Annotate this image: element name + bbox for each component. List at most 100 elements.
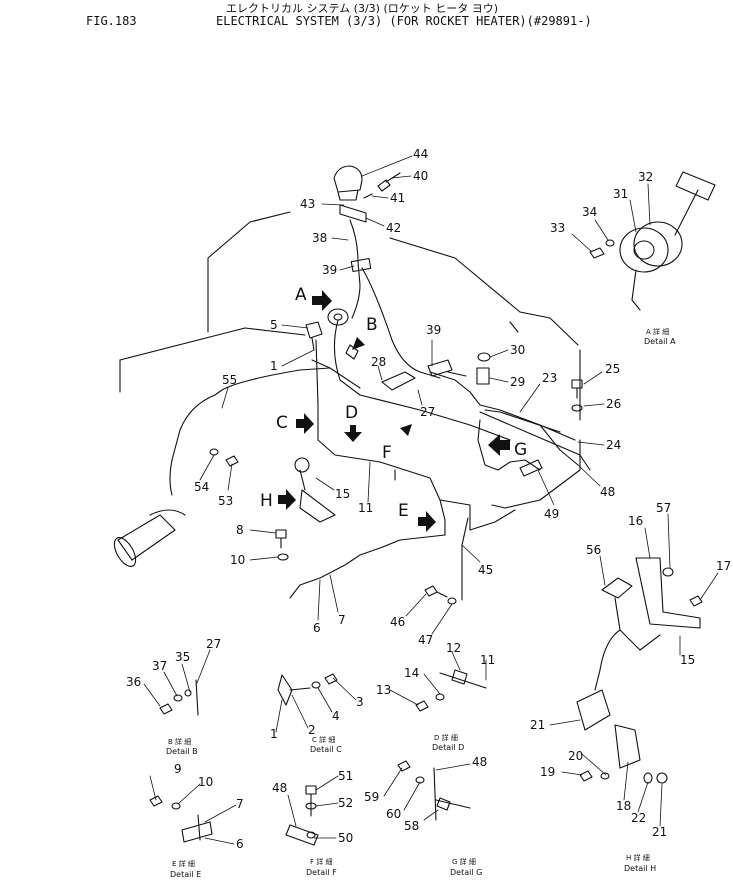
view-letter-g: G (514, 440, 527, 460)
part-number: 54 (194, 480, 209, 494)
detail-caption-jp: B 詳 細 (168, 737, 191, 746)
nut-30 (477, 352, 491, 362)
heater-motor-unit (113, 509, 186, 567)
part-number: 12 (446, 641, 461, 655)
bolt-8-washer-10 (275, 529, 289, 561)
relay-a (327, 308, 349, 326)
part-number: 14 (404, 666, 419, 680)
part-number: 21 (652, 825, 667, 839)
part-number: 41 (390, 191, 405, 205)
detail-caption-en: Detail C (310, 745, 342, 754)
figure-number: FIG.183 (86, 14, 137, 28)
bolt-25 (571, 379, 583, 412)
detail-caption-jp: D 詳 細 (434, 733, 458, 742)
detail-d-assembly (415, 669, 487, 712)
part-number: 47 (418, 633, 433, 647)
part-number: 17 (716, 559, 731, 573)
detail-f-assembly (285, 785, 319, 846)
detail-caption-en: Detail G (450, 868, 482, 877)
detail-a-lamp-assembly (589, 171, 716, 311)
detail-caption-en: Detail E (170, 870, 201, 879)
part-number: 28 (371, 355, 386, 369)
clamp-45 (461, 517, 469, 601)
part-number: 24 (606, 438, 621, 452)
part-number: 7 (338, 613, 346, 627)
part-number: 11 (480, 653, 495, 667)
part-number: 37 (152, 659, 167, 673)
detail-caption-jp: C 詳 細 (312, 735, 335, 744)
part-number: 29 (510, 375, 525, 389)
part-number: 55 (222, 373, 237, 387)
part-number: 15 (335, 487, 350, 501)
bolt-29 (476, 367, 490, 385)
detail-caption-en: Detail A (644, 337, 676, 346)
connector-b (345, 344, 359, 360)
detail-caption-jp: G 詳 細 (452, 857, 476, 866)
part-number: 27 (420, 405, 435, 419)
part-number: 16 (628, 514, 643, 528)
detail-caption-jp: E 詳 細 (172, 859, 195, 868)
part-number: 49 (544, 507, 559, 521)
part-number: 35 (175, 650, 190, 664)
part-number: 19 (540, 765, 555, 779)
part-number: 48 (272, 781, 287, 795)
part-number: 6 (313, 621, 321, 635)
bracket-28 (381, 371, 416, 391)
main-harness (169, 219, 591, 599)
switch-48-49 (519, 459, 543, 477)
part-number: 39 (322, 263, 337, 277)
part-number: 5 (270, 318, 278, 332)
part-number: 3 (356, 695, 364, 709)
part-number: 43 (300, 197, 315, 211)
part-number: 57 (656, 501, 671, 515)
part-number: 10 (198, 775, 213, 789)
detail-caption-en: Detail D (432, 743, 464, 752)
bolt-40 (377, 172, 401, 192)
part-number: 31 (613, 187, 628, 201)
part-number: 60 (386, 807, 401, 821)
part-number: 8 (236, 523, 244, 537)
washer-41 (363, 193, 373, 199)
bolt-53-washer-54 (209, 448, 239, 467)
part-number: 18 (616, 799, 631, 813)
detail-caption-en: Detail F (306, 868, 337, 877)
connector-5 (305, 321, 323, 351)
view-letter-a: A (295, 285, 307, 305)
part-number: 44 (413, 147, 428, 161)
part-number: 33 (550, 221, 565, 235)
detail-caption-en: Detail H (624, 864, 656, 873)
part-number: 22 (631, 811, 646, 825)
machine-frame-outline (119, 211, 581, 531)
part-number: 4 (332, 709, 340, 723)
view-letter-c: C (276, 413, 288, 433)
title-english: ELECTRICAL SYSTEM (3/3) (FOR ROCKET HEAT… (216, 14, 592, 28)
detail-e-assembly (149, 795, 213, 843)
part-number: 52 (338, 796, 353, 810)
part-number: 2 (308, 723, 316, 737)
part-number: 58 (404, 819, 419, 833)
part-number: 51 (338, 769, 353, 783)
view-arrows (278, 290, 510, 532)
part-number: 56 (586, 543, 601, 557)
part-number: 53 (218, 494, 233, 508)
part-number-labels: 44 40 41 43 42 38 39 32 31 34 33 A B 5 1… (126, 147, 731, 851)
bracket-42-43 (339, 204, 367, 223)
part-number: 13 (376, 683, 391, 697)
bracket-15-h (294, 457, 336, 523)
part-number: 50 (338, 831, 353, 845)
part-number: 34 (582, 205, 597, 219)
bolt-46-washer-47 (424, 585, 457, 605)
part-number: 23 (542, 371, 557, 385)
title-japanese: エレクトリカル システム (3/3) (ロケット ヒータ ヨウ) (226, 2, 499, 15)
part-number: 10 (230, 553, 245, 567)
part-number: 48 (600, 485, 615, 499)
detail-b-assembly (159, 679, 199, 716)
part-number: 30 (510, 343, 525, 357)
part-number: 40 (413, 169, 428, 183)
detail-caption-jp: H 詳 細 (626, 853, 650, 862)
part-number: 45 (478, 563, 493, 577)
part-number: 1 (270, 359, 278, 373)
part-number: 20 (568, 749, 583, 763)
